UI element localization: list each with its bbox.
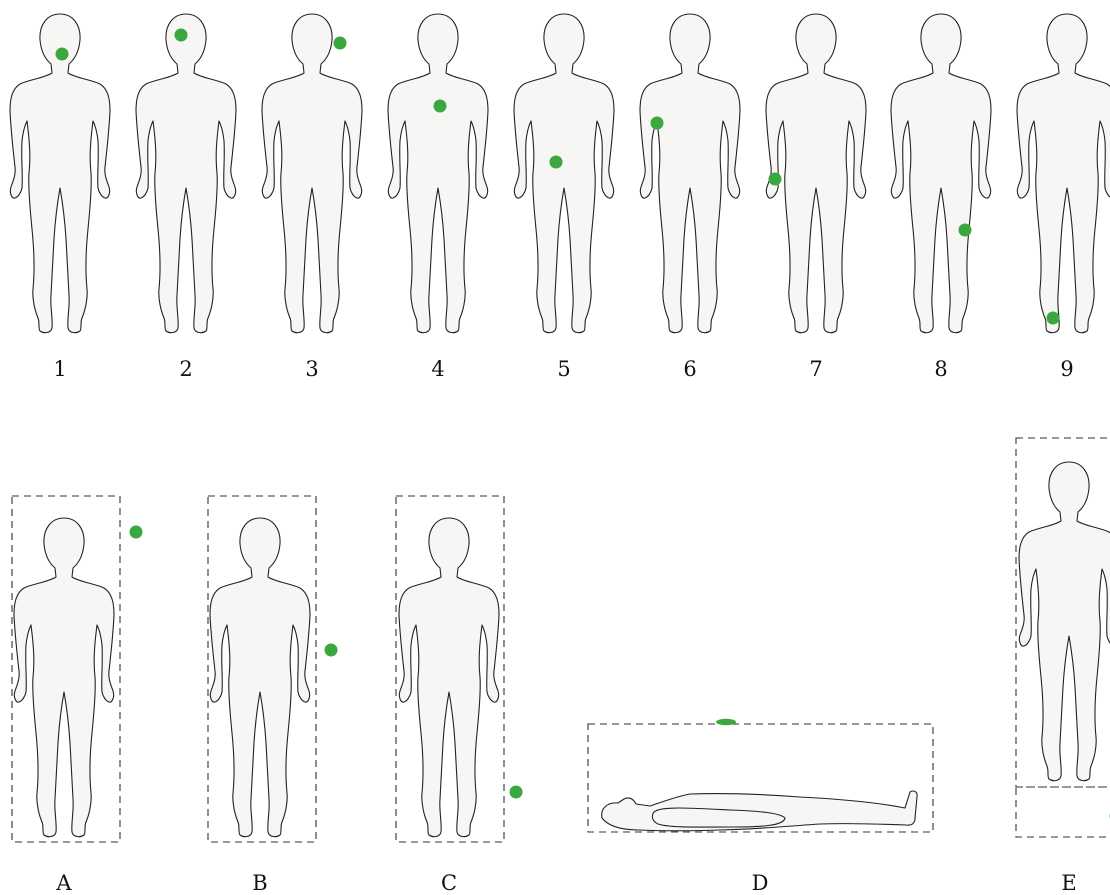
panel-label-b: B bbox=[252, 871, 267, 895]
figure-label-8: 8 bbox=[934, 357, 947, 381]
green-dot-marker-icon bbox=[433, 99, 447, 113]
human-body-silhouette-icon bbox=[1018, 461, 1110, 782]
figure-label-7: 7 bbox=[809, 357, 822, 381]
figure-5: 5 bbox=[513, 13, 615, 381]
panel-label-d: D bbox=[752, 871, 769, 895]
green-dot-marker-icon bbox=[55, 47, 69, 61]
green-dot-marker-icon bbox=[716, 718, 736, 726]
human-body-silhouette-icon bbox=[513, 13, 615, 334]
green-dot-marker-icon bbox=[1046, 311, 1060, 325]
panel-c: C bbox=[395, 495, 523, 895]
green-dot-marker-icon bbox=[174, 28, 188, 42]
figure-label-2: 2 bbox=[179, 357, 192, 381]
figure-6: 6 bbox=[639, 13, 741, 381]
panel-label-c: C bbox=[441, 871, 457, 895]
figure-label-6: 6 bbox=[683, 357, 696, 381]
dashed-frame-upper bbox=[1015, 437, 1110, 788]
panel-label-a: A bbox=[55, 871, 72, 895]
figure-1: 1 bbox=[9, 13, 111, 381]
figure-label-1: 1 bbox=[53, 357, 66, 381]
green-dot-marker-icon bbox=[549, 155, 563, 169]
human-body-silhouette-icon bbox=[1016, 13, 1110, 334]
figure-label-9: 9 bbox=[1060, 357, 1073, 381]
figure-9: 9 bbox=[1016, 13, 1110, 381]
panel-b: B bbox=[207, 495, 338, 895]
figure-2: 2 bbox=[135, 13, 237, 381]
dashed-frame bbox=[587, 723, 934, 833]
green-dot-marker-icon bbox=[129, 525, 143, 539]
human-body-silhouette-icon bbox=[639, 13, 741, 334]
green-dot-marker-icon bbox=[650, 116, 664, 130]
human-body-silhouette-icon bbox=[261, 13, 363, 334]
panel-e: E bbox=[1015, 437, 1110, 895]
dashed-frame bbox=[207, 495, 317, 843]
dashed-frame-lower bbox=[1015, 786, 1110, 838]
figure-label-3: 3 bbox=[305, 357, 318, 381]
figure-4: 4 bbox=[387, 13, 489, 381]
dashed-frame bbox=[395, 495, 505, 843]
green-dot-marker-icon bbox=[333, 36, 347, 50]
panel-d: D bbox=[587, 718, 934, 895]
figure-3: 3 bbox=[261, 13, 363, 381]
green-dot-marker-icon bbox=[324, 643, 338, 657]
dashed-frame bbox=[11, 495, 121, 843]
panel-label-e: E bbox=[1061, 871, 1076, 895]
human-body-silhouette-icon bbox=[398, 517, 500, 838]
green-dot-marker-icon bbox=[958, 223, 972, 237]
human-body-silhouette-icon bbox=[387, 13, 489, 334]
figure-label-5: 5 bbox=[557, 357, 570, 381]
figure-7: 7 bbox=[765, 13, 867, 381]
human-body-silhouette-icon bbox=[135, 13, 237, 334]
reclining-arm-outline bbox=[651, 807, 786, 828]
human-body-silhouette-icon bbox=[765, 13, 867, 334]
figure-8: 8 bbox=[890, 13, 992, 381]
green-dot-marker-icon bbox=[509, 785, 523, 799]
human-body-silhouette-icon bbox=[13, 517, 115, 838]
figure-label-4: 4 bbox=[431, 357, 444, 381]
panel-a: A bbox=[11, 495, 143, 895]
human-body-silhouette-icon bbox=[890, 13, 992, 334]
human-body-silhouette-icon bbox=[9, 13, 111, 334]
green-dot-marker-icon bbox=[768, 172, 782, 186]
human-body-silhouette-icon bbox=[209, 517, 311, 838]
